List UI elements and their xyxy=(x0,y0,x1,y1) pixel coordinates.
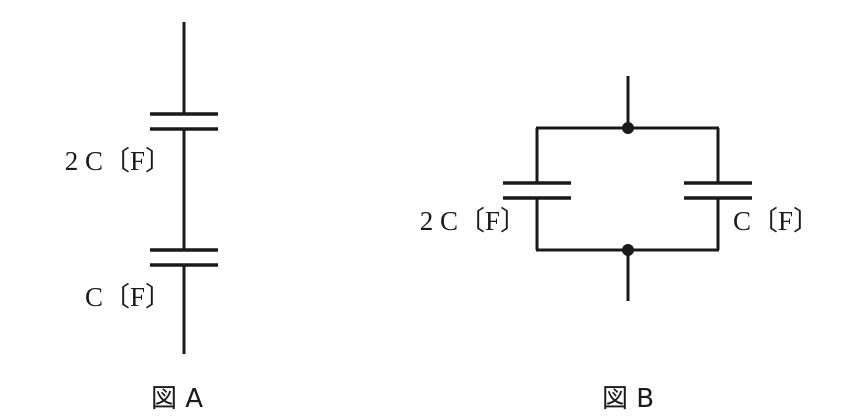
figure-a-capacitor-bottom-label: C〔F〕 xyxy=(85,282,172,312)
figure-b-parallel-circuit: 2 C〔F〕 C〔F〕 図 B xyxy=(420,76,820,414)
figure-a-caption: 図 A xyxy=(151,384,203,414)
figure-a-series-circuit: 2 C〔F〕 C〔F〕 図 A xyxy=(65,22,218,414)
figure-b-node-top xyxy=(622,122,634,134)
figure-b-capacitor-right-label: C〔F〕 xyxy=(733,206,820,236)
figure-a-capacitor-top-label: 2 C〔F〕 xyxy=(65,146,172,176)
figure-b-caption: 図 B xyxy=(602,384,654,414)
figure-b-capacitor-left-label: 2 C〔F〕 xyxy=(420,206,527,236)
